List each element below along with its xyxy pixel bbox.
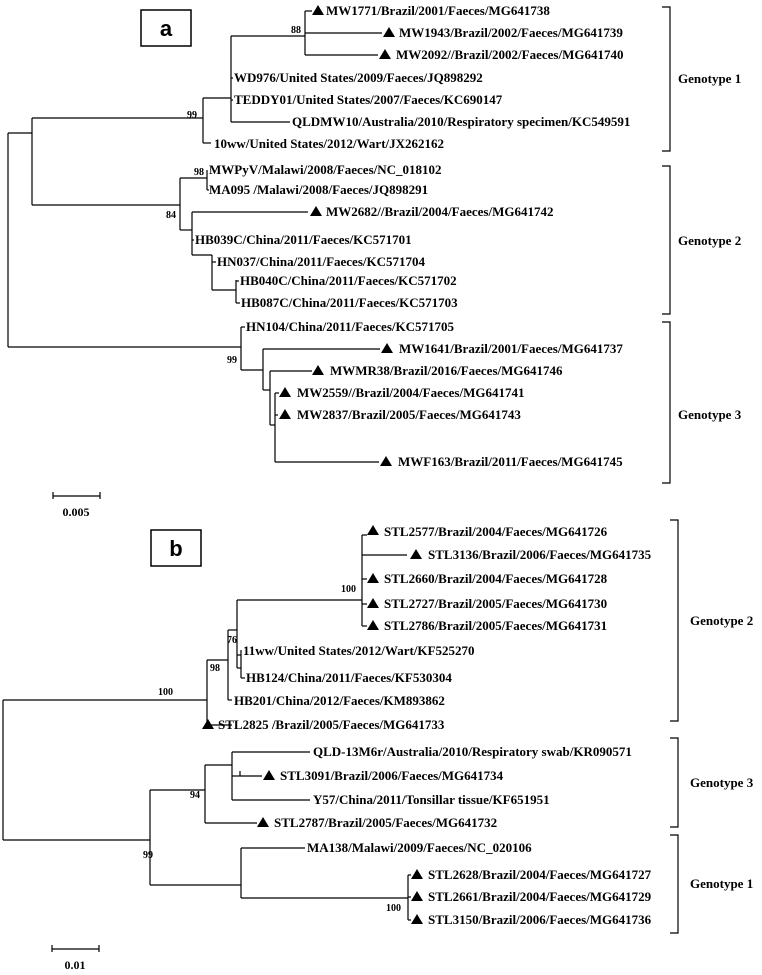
panel-b-bootstrap: 100 76 98 100 94 99 100 <box>143 584 401 914</box>
taxon-label: QLD-13M6r/Australia/2010/Respiratory swa… <box>313 744 632 759</box>
taxon-label: STL2825 /Brazil/2005/Faeces/MG641733 <box>218 717 445 732</box>
triangle-marker-icon <box>312 5 324 15</box>
taxon-label: MW2559//Brazil/2004/Faeces/MG641741 <box>297 385 524 400</box>
taxon-label: MW1943/Brazil/2002/Faeces/MG641739 <box>399 25 623 40</box>
taxon-label: 10ww/United States/2012/Wart/JX262162 <box>214 136 444 151</box>
triangle-marker-icon <box>367 525 379 535</box>
panel-b: b <box>2 519 754 972</box>
taxon-label: HB124/China/2011/Faeces/KF530304 <box>246 670 452 685</box>
taxon-label: HB040C/China/2011/Faeces/KC571702 <box>240 273 457 288</box>
panel-b-genotype-brackets: Genotype 2 Genotype 3 Genotype 1 <box>670 519 754 934</box>
taxon-label: MW1771/Brazil/2001/Faeces/MG641738 <box>326 3 550 18</box>
panel-a-branches <box>7 10 382 463</box>
triangle-marker-icon <box>310 206 322 216</box>
genotype-label: Genotype 2 <box>690 613 753 628</box>
taxon-label: MWMR38/Brazil/2016/Faeces/MG641746 <box>330 363 563 378</box>
taxon-label: HN104/China/2011/Faeces/KC571705 <box>246 319 455 334</box>
genotype-label: Genotype 2 <box>678 233 741 248</box>
genotype-label: Genotype 3 <box>690 775 754 790</box>
panel-a-genotype-brackets: Genotype 1 Genotype 2 Genotype 3 <box>662 6 742 484</box>
scale-label: 0.005 <box>63 505 90 519</box>
bootstrap-value: 99 <box>227 355 237 366</box>
taxon-label: MWF163/Brazil/2011/Faeces/MG641745 <box>398 454 623 469</box>
bootstrap-value: 100 <box>158 687 173 698</box>
triangle-marker-icon <box>257 817 269 827</box>
bootstrap-value: 100 <box>341 584 356 595</box>
taxon-label: STL2727/Brazil/2005/Faeces/MG641730 <box>384 596 607 611</box>
triangle-marker-icon <box>410 549 422 559</box>
taxon-label: HB201/China/2012/Faeces/KM893862 <box>234 693 445 708</box>
panel-b-label: b <box>169 536 182 561</box>
taxon-label: MA138/Malawi/2009/Faeces/NC_020106 <box>307 840 532 855</box>
panel-a-label: a <box>160 16 173 41</box>
bootstrap-value: 99 <box>187 110 197 121</box>
taxon-label: TEDDY01/United States/2007/Faeces/KC6901… <box>234 92 503 107</box>
taxon-label: STL3150/Brazil/2006/Faeces/MG641736 <box>428 912 652 927</box>
taxon-label: Y57/China/2011/Tonsillar tissue/KF651951 <box>313 792 550 807</box>
triangle-marker-icon <box>367 620 379 630</box>
bootstrap-value: 76 <box>227 635 237 646</box>
taxon-label: STL2787/Brazil/2005/Faeces/MG641732 <box>274 815 497 830</box>
panel-a-scale-bar: 0.005 <box>52 492 101 519</box>
bootstrap-value: 98 <box>210 663 220 674</box>
bootstrap-value: 84 <box>166 210 176 221</box>
triangle-marker-icon <box>381 343 393 353</box>
taxon-label: HN037/China/2011/Faeces/KC571704 <box>217 254 426 269</box>
bootstrap-value: 88 <box>291 25 301 36</box>
triangle-marker-icon <box>379 49 391 59</box>
taxon-label: HB039C/China/2011/Faeces/KC571701 <box>195 232 412 247</box>
taxon-label: MW2837/Brazil/2005/Faeces/MG641743 <box>297 407 521 422</box>
panel-a-bootstrap: 88 99 98 84 99 <box>166 25 301 366</box>
taxon-label: STL2661/Brazil/2004/Faeces/MG641729 <box>428 889 652 904</box>
taxon-label: STL2786/Brazil/2005/Faeces/MG641731 <box>384 618 607 633</box>
taxon-label: MA095 /Malawi/2008/Faeces/JQ898291 <box>209 182 428 197</box>
panel-b-box <box>150 529 202 567</box>
taxon-label: HB087C/China/2011/Faeces/KC571703 <box>241 295 458 310</box>
triangle-marker-icon <box>411 869 423 879</box>
bootstrap-value: 98 <box>194 167 204 178</box>
taxon-label: STL2577/Brazil/2004/Faeces/MG641726 <box>384 524 608 539</box>
taxon-label: WD976/United States/2009/Faeces/JQ898292 <box>234 70 483 85</box>
triangle-marker-icon <box>367 598 379 608</box>
genotype-label: Genotype 1 <box>678 71 741 86</box>
taxon-label: MWPyV/Malawi/2008/Faeces/NC_018102 <box>209 162 442 177</box>
bootstrap-value: 99 <box>143 850 153 861</box>
taxon-label: STL3136/Brazil/2006/Faeces/MG641735 <box>428 547 652 562</box>
taxon-label: STL3091/Brazil/2006/Faeces/MG641734 <box>280 768 504 783</box>
triangle-marker-icon <box>263 770 275 780</box>
panel-b-markers <box>202 525 423 924</box>
taxon-label: MW2092//Brazil/2002/Faeces/MG641740 <box>396 47 623 62</box>
taxon-label: STL2660/Brazil/2004/Faeces/MG641728 <box>384 571 608 586</box>
triangle-marker-icon <box>411 891 423 901</box>
scale-label: 0.01 <box>65 958 86 972</box>
taxon-label: 11ww/United States/2012/Wart/KF525270 <box>243 643 474 658</box>
panel-a-markers <box>279 5 395 466</box>
triangle-marker-icon <box>279 409 291 419</box>
taxon-label: STL2628/Brazil/2004/Faeces/MG641727 <box>428 867 652 882</box>
panel-b-taxa: STL2577/Brazil/2004/Faeces/MG641726 STL3… <box>218 524 652 927</box>
bootstrap-value: 94 <box>190 790 200 801</box>
triangle-marker-icon <box>202 719 214 729</box>
panel-b-branches <box>2 534 411 921</box>
panel-a-box <box>140 9 192 47</box>
taxon-label: QLDMW10/Australia/2010/Respiratory speci… <box>292 114 630 129</box>
panel-b-scale-bar: 0.01 <box>51 945 100 972</box>
triangle-marker-icon <box>367 573 379 583</box>
panel-a: a <box>7 3 742 519</box>
triangle-marker-icon <box>312 365 324 375</box>
panel-a-taxa: MW1771/Brazil/2001/Faeces/MG641738 MW194… <box>195 3 630 469</box>
triangle-marker-icon <box>411 914 423 924</box>
triangle-marker-icon <box>279 387 291 397</box>
genotype-label: Genotype 1 <box>690 876 753 891</box>
bootstrap-value: 100 <box>386 903 401 914</box>
triangle-marker-icon <box>380 456 392 466</box>
taxon-label: MW2682//Brazil/2004/Faeces/MG641742 <box>326 204 553 219</box>
triangle-marker-icon <box>383 27 395 37</box>
genotype-label: Genotype 3 <box>678 407 742 422</box>
taxon-label: MW1641/Brazil/2001/Faeces/MG641737 <box>399 341 623 356</box>
